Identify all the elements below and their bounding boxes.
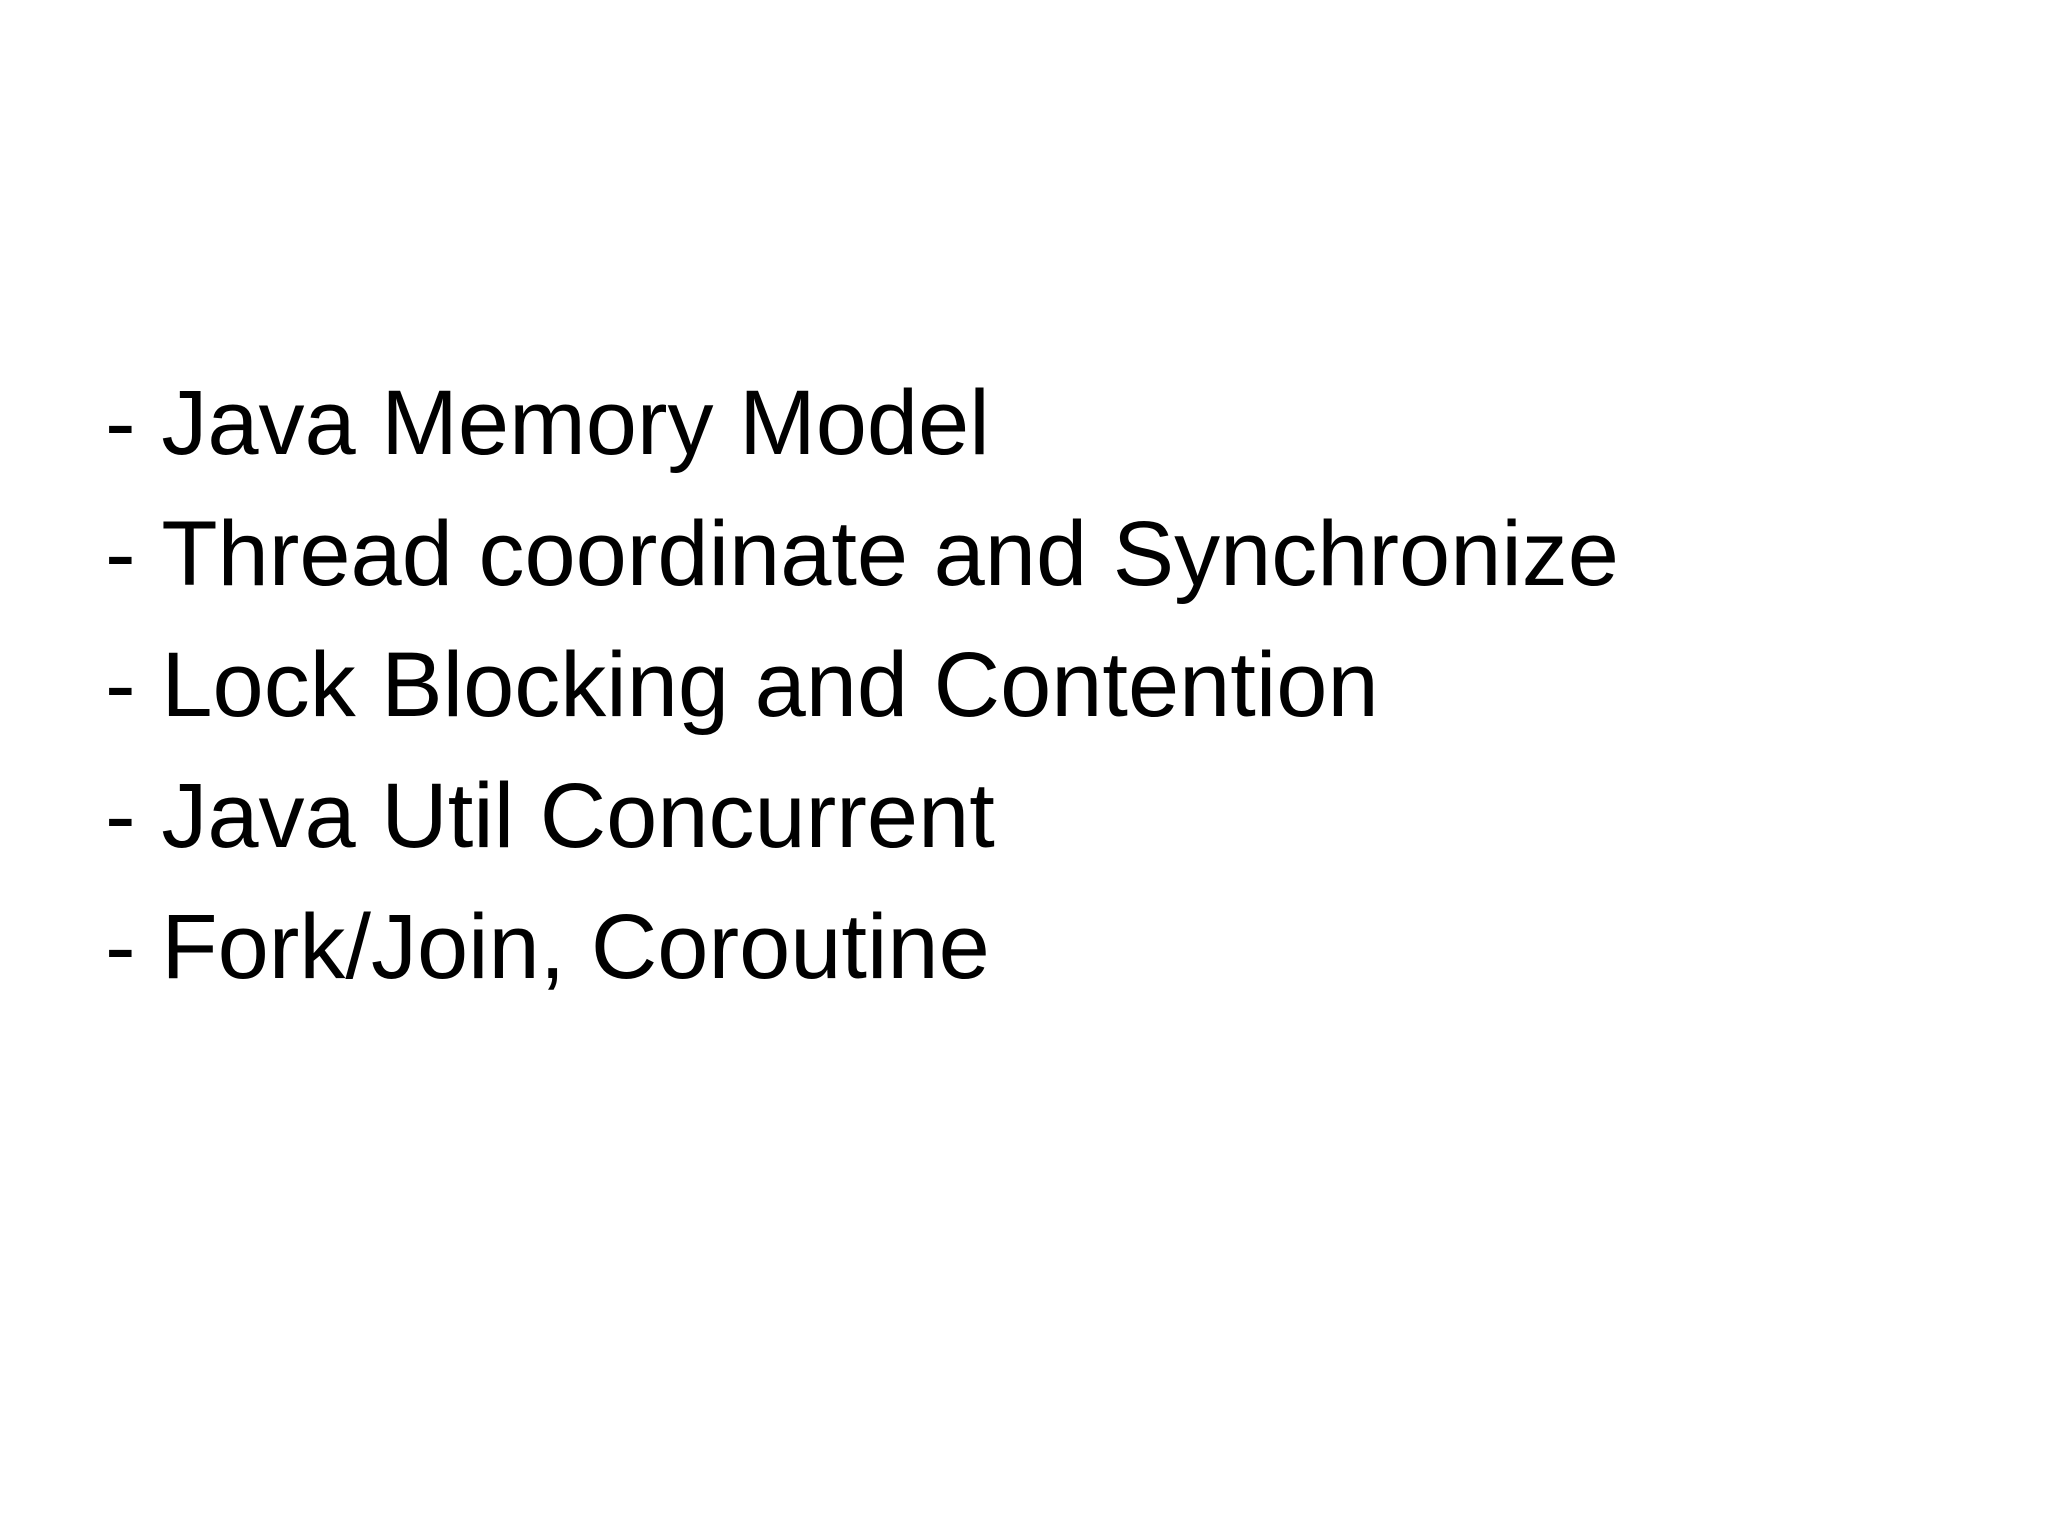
bullet-text: Java Util Concurrent bbox=[161, 765, 995, 867]
bullet-marker: - bbox=[105, 765, 136, 867]
list-item: -Fork/Join, Coroutine bbox=[105, 882, 1619, 1013]
list-item: -Java Util Concurrent bbox=[105, 751, 1619, 882]
bullet-marker: - bbox=[105, 372, 136, 474]
list-item: -Thread coordinate and Synchronize bbox=[105, 489, 1619, 620]
bullet-text: Thread coordinate and Synchronize bbox=[161, 503, 1619, 605]
bullet-text: Lock Blocking and Contention bbox=[161, 634, 1379, 736]
bullet-marker: - bbox=[105, 896, 136, 998]
bullet-marker: - bbox=[105, 503, 136, 605]
bullet-list: -Java Memory Model -Thread coordinate an… bbox=[105, 358, 1619, 1013]
bullet-marker: - bbox=[105, 634, 136, 736]
bullet-text: Java Memory Model bbox=[161, 372, 990, 474]
list-item: -Lock Blocking and Contention bbox=[105, 620, 1619, 751]
list-item: -Java Memory Model bbox=[105, 358, 1619, 489]
bullet-text: Fork/Join, Coroutine bbox=[161, 896, 990, 998]
